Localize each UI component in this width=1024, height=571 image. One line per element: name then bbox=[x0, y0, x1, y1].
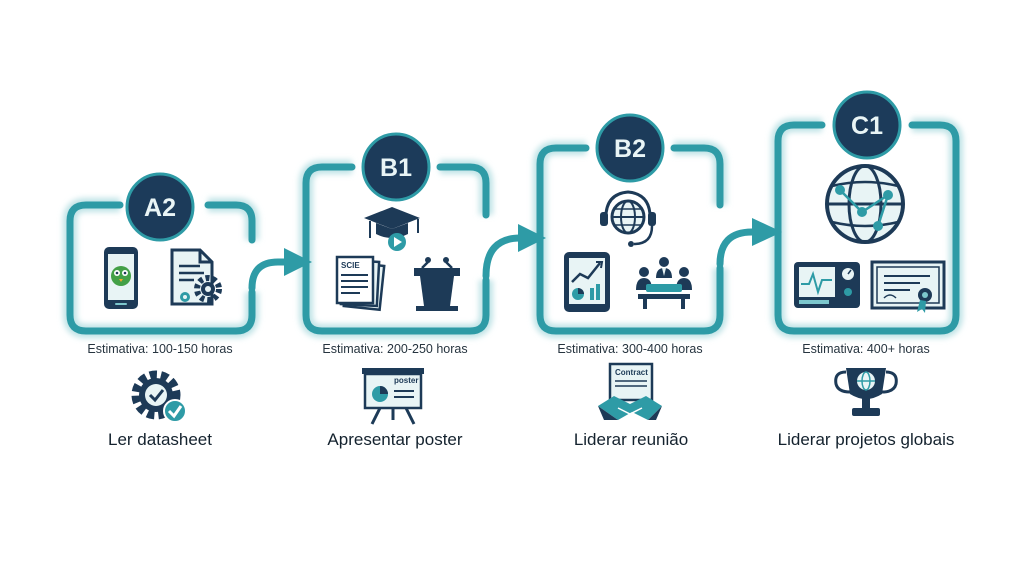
goal-a2: Ler datasheet bbox=[108, 430, 212, 449]
frame-b2 bbox=[533, 141, 727, 338]
monitor-icon bbox=[794, 262, 860, 308]
papers-icon: SCIE bbox=[335, 255, 386, 312]
estimate-b1: Estimativa: 200-250 horas bbox=[322, 342, 468, 356]
globe-network-icon bbox=[825, 164, 905, 244]
arrow-a2-b1 bbox=[248, 248, 312, 292]
arrow-b1-b2 bbox=[482, 224, 546, 280]
easel-tag: poster bbox=[394, 376, 418, 385]
phone-owl-icon bbox=[104, 247, 138, 309]
badge-b2: B2 bbox=[595, 113, 665, 183]
meeting-icon bbox=[636, 257, 692, 309]
gear-check-icon bbox=[131, 370, 187, 423]
contract-handshake-icon: Contract bbox=[598, 362, 662, 420]
badge-b2-label: B2 bbox=[614, 135, 646, 163]
certificate-icon bbox=[870, 260, 946, 313]
badge-c1-label: C1 bbox=[851, 112, 883, 140]
podium-icon bbox=[414, 257, 460, 311]
estimate-b2: Estimativa: 300-400 horas bbox=[557, 342, 703, 356]
contract-tag: Contract bbox=[615, 368, 648, 377]
frame-b1 bbox=[299, 160, 493, 338]
headset-globe-icon bbox=[600, 190, 656, 247]
badge-b1-label: B1 bbox=[380, 154, 412, 182]
frame-a2 bbox=[63, 198, 259, 338]
badge-c1: C1 bbox=[832, 90, 902, 160]
goal-c1: Liderar projetos globais bbox=[777, 430, 955, 449]
estimate-c1: Estimativa: 400+ horas bbox=[802, 342, 930, 356]
document-gear-icon bbox=[170, 248, 222, 306]
badge-b1: B1 bbox=[361, 132, 431, 202]
frame-c1 bbox=[771, 118, 963, 338]
easel-icon: poster bbox=[362, 368, 424, 425]
goal-b2: Liderar reunião bbox=[573, 430, 689, 449]
arrow-b2-c1 bbox=[716, 218, 782, 268]
trophy-globe-icon bbox=[834, 368, 898, 416]
tablet-chart-icon bbox=[564, 252, 610, 312]
graduation-cap-icon bbox=[364, 207, 420, 251]
badge-a2-label: A2 bbox=[144, 194, 176, 222]
estimate-a2: Estimativa: 100-150 horas bbox=[87, 342, 233, 356]
badge-a2: A2 bbox=[125, 172, 195, 242]
goal-b1: Apresentar poster bbox=[327, 430, 463, 449]
papers-tag: SCIE bbox=[341, 261, 360, 270]
